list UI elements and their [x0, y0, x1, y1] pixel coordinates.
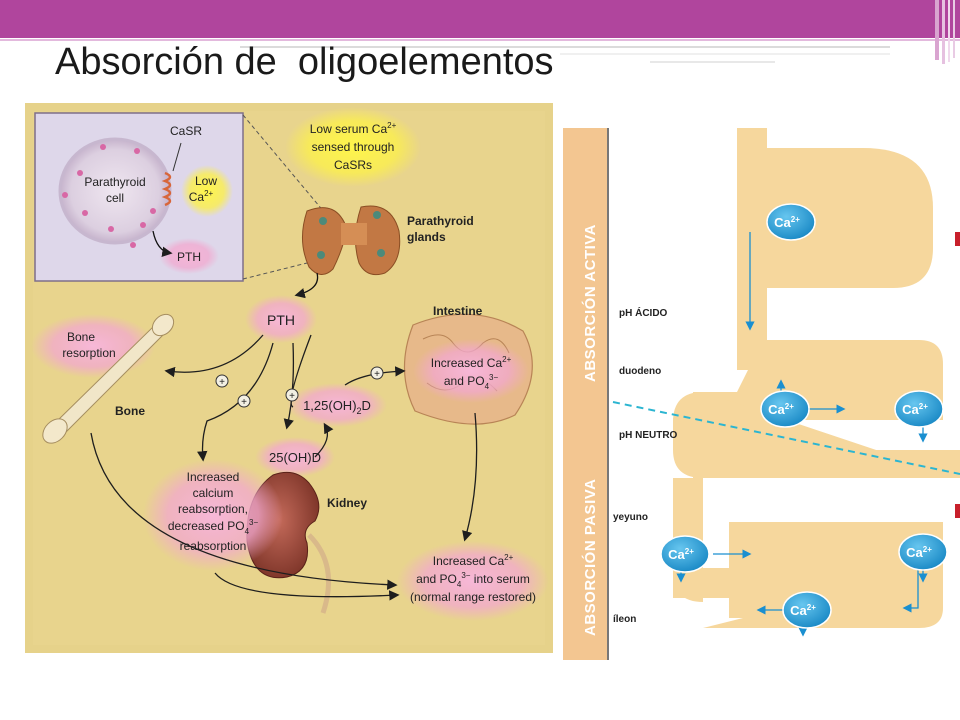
calcium-absorption-diagram: ABSORCIÓN ACTIVA ABSORCIÓN PASIVA	[563, 128, 960, 660]
ca-ion-ileum: Ca2+	[782, 591, 832, 629]
label-jejunum: yeyuno	[613, 512, 648, 523]
svg-text:Increased: Increased	[187, 470, 240, 484]
svg-text:Ca2+: Ca2+	[768, 402, 794, 417]
label-duodenum: duodeno	[619, 366, 661, 377]
svg-text:(normal range restored): (normal range restored)	[410, 590, 536, 604]
ca-ion-stomach: Ca2+	[766, 203, 816, 241]
casr-label: CaSR	[170, 124, 202, 138]
parathyroid-cell-inset: CaSR Parathyroid cell Low Ca2+ PTH	[34, 112, 326, 282]
ca-ion-jejunum-left: Ca2+	[660, 535, 710, 573]
kidney-label: Kidney	[327, 496, 367, 510]
svg-text:Ca2+: Ca2+	[774, 215, 800, 230]
svg-text:decreased PO43−: decreased PO43−	[168, 518, 259, 536]
pth-label: PTH	[267, 312, 295, 328]
band-active-label: ABSORCIÓN ACTIVA	[581, 224, 599, 382]
svg-text:+: +	[241, 397, 247, 408]
low-ca-label-2: Ca2+	[189, 189, 214, 204]
parathyroid-cell-label-1: Parathyroid	[84, 175, 145, 189]
regulation-arrows	[90, 334, 478, 601]
label-ileum: íleon	[613, 614, 636, 625]
parathyroid-glands-illustration	[302, 205, 401, 276]
low-ca-label-1: Low	[195, 174, 217, 188]
low-serum-callout: Low serum Ca2+ sensed through CaSRs	[285, 107, 421, 187]
svg-text:Ca2+: Ca2+	[902, 402, 928, 417]
banner-decoration	[0, 0, 960, 64]
svg-text:CaSRs: CaSRs	[334, 158, 372, 172]
ca-ion-duodenum-left: Ca2+	[760, 390, 810, 428]
svg-text:sensed through: sensed through	[312, 140, 395, 154]
svg-text:Increased Ca2+: Increased Ca2+	[431, 355, 512, 370]
svg-text:Ca2+: Ca2+	[668, 547, 694, 562]
ca-ion-duodenum-right: Ca2+	[894, 390, 944, 428]
svg-text:+: +	[374, 369, 380, 380]
band-passive-label: ABSORCIÓN PASIVA	[581, 479, 599, 636]
svg-text:+: +	[219, 377, 225, 388]
intestine-tube	[673, 128, 960, 628]
intestine-illustration	[403, 313, 533, 425]
label-ph-acid: pH ÁCIDO	[619, 306, 668, 319]
intestine-label: Intestine	[433, 304, 483, 318]
bone-label: Bone	[115, 404, 145, 418]
svg-text:Increased Ca2+: Increased Ca2+	[433, 553, 514, 568]
svg-text:Bone: Bone	[67, 330, 95, 344]
label-ph-neutral: pH NEUTRO	[619, 430, 678, 441]
inset-pth-label: PTH	[177, 250, 201, 264]
svg-text:Ca2+: Ca2+	[790, 603, 816, 618]
plus-markers: + + + +	[215, 366, 384, 408]
parathyroid-cell-label-2: cell	[106, 191, 124, 205]
ca-ion-jejunum-right: Ca2+	[898, 533, 948, 571]
parathyroid-glands-label-1: Parathyroid	[407, 214, 474, 228]
slide-title: Absorción de oligoelementos	[55, 41, 554, 83]
svg-text:resorption: resorption	[62, 346, 115, 360]
svg-text:and PO43−: and PO43−	[444, 373, 499, 391]
svg-text:+: +	[289, 391, 295, 402]
svg-text:Ca2+: Ca2+	[906, 545, 932, 560]
svg-text:Low serum Ca2+: Low serum Ca2+	[310, 121, 397, 136]
pth-calcium-regulation-diagram: CaSR Parathyroid cell Low Ca2+ PTH Low s…	[25, 103, 553, 653]
svg-text:25(OH)D: 25(OH)D	[269, 450, 321, 465]
parathyroid-glands-label-2: glands	[407, 230, 446, 244]
svg-text:calcium: calcium	[193, 486, 234, 500]
svg-text:and PO43− into serum: and PO43− into serum	[416, 571, 530, 589]
svg-text:reabsorption,: reabsorption,	[178, 502, 248, 516]
svg-text:1,25(OH)2D: 1,25(OH)2D	[303, 398, 371, 416]
bone-illustration	[42, 313, 175, 444]
